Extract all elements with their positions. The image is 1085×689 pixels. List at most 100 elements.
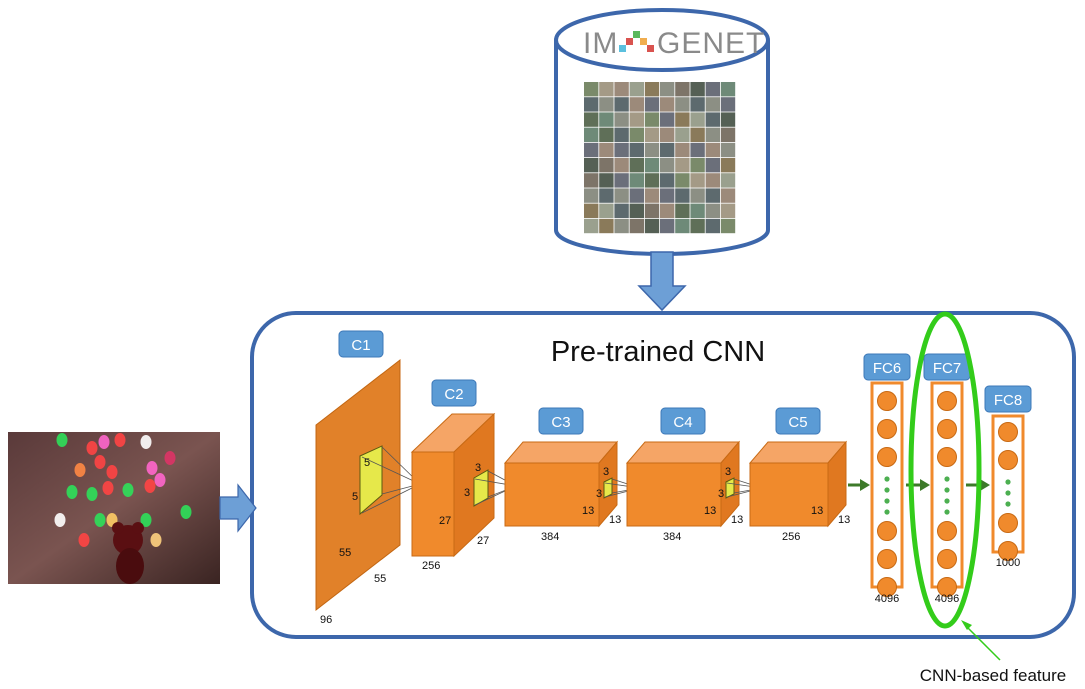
mosaic-tile — [720, 158, 736, 173]
conv-layer-c4: 3 3 13 13 384 — [625, 440, 763, 543]
mosaic-tile — [644, 188, 660, 203]
bokeh-light — [86, 441, 98, 455]
imagenet-logo-left: IM — [583, 27, 618, 60]
mosaic-tile — [599, 158, 614, 173]
mosaic-tile — [629, 173, 644, 188]
fc7-neuron — [937, 391, 957, 411]
mosaic-tile — [675, 127, 690, 142]
bokeh-light — [144, 479, 156, 493]
c1-kernel-w: 5 — [352, 491, 358, 503]
imagenet-database: IM GENET — [554, 8, 770, 256]
down-arrow-icon — [637, 251, 687, 312]
cnn-title: Pre-trained CNN — [551, 336, 765, 368]
mosaic-tile — [705, 112, 720, 127]
c4-depth: 384 — [663, 531, 681, 543]
c1-size: 55 — [339, 547, 351, 559]
bokeh-light — [94, 455, 106, 469]
input-arrow-icon — [219, 483, 257, 533]
mosaic-tile — [675, 158, 690, 173]
imagenet-logo-right: GENET — [657, 27, 765, 60]
conv-layer-c1: 5 5 55 55 96 — [315, 358, 421, 626]
mosaic-tile — [660, 112, 675, 127]
fc6-neuron — [877, 447, 897, 467]
c1-kernel-h: 5 — [364, 457, 370, 469]
fc7-units: 4096 — [935, 593, 959, 605]
c3-kernel-w: 3 — [596, 488, 602, 500]
mosaic-tile — [705, 142, 720, 158]
layer-label-c5: C5 — [775, 407, 821, 435]
mosaic-tile — [705, 158, 720, 173]
fc7-neuron — [937, 577, 957, 597]
bokeh-light — [66, 485, 78, 499]
bokeh-light — [98, 435, 110, 449]
conv-layer-c3: 3 3 13 13 384 — [503, 440, 641, 543]
mosaic-tile — [644, 218, 660, 234]
fc6-dot — [884, 509, 890, 515]
mosaic-tile — [660, 188, 675, 203]
fc7-neuron — [937, 447, 957, 467]
c3-depth: 384 — [541, 531, 559, 543]
fc6-dot — [884, 476, 890, 482]
bokeh-light — [94, 513, 106, 527]
c4-kernel-h: 3 — [725, 466, 731, 478]
bokeh-light — [140, 435, 152, 449]
fc8-units: 1000 — [996, 557, 1020, 569]
fc7-dot — [944, 487, 950, 493]
mosaic-tile — [705, 97, 720, 112]
c1-depth: 96 — [320, 614, 332, 626]
mosaic-tile — [675, 97, 690, 112]
fc7-dot — [944, 498, 950, 504]
layer-label-fc6: FC6 — [863, 353, 911, 381]
fc8-neuron — [998, 422, 1018, 442]
mosaic-tile — [690, 158, 705, 173]
fc-arrow-c5-fc6-icon — [848, 479, 870, 491]
c3-size: 13 — [582, 505, 594, 517]
svg-text:FC6: FC6 — [873, 360, 901, 377]
cylinder-top — [554, 8, 770, 72]
mosaic-tile — [690, 142, 705, 158]
bokeh-light — [140, 513, 152, 527]
mosaic-tile — [614, 218, 629, 234]
mosaic-tile — [675, 188, 690, 203]
mosaic-tile — [629, 218, 644, 234]
mosaic-tile — [599, 142, 614, 158]
mosaic-tile — [614, 188, 629, 203]
c4-size-b: 13 — [731, 514, 743, 526]
mosaic-tile — [584, 203, 599, 218]
mosaic-tile — [720, 127, 736, 142]
mosaic-tile — [720, 112, 736, 127]
fc6-neuron — [877, 521, 897, 541]
imagenet-logo-glyph-icon — [619, 31, 654, 52]
mosaic-tile — [720, 203, 736, 218]
mosaic-tile — [629, 188, 644, 203]
bokeh-light — [54, 513, 66, 527]
mosaic-tile — [599, 127, 614, 142]
mosaic-tile — [705, 203, 720, 218]
svg-text:C5: C5 — [788, 414, 807, 431]
fc7-neuron — [937, 521, 957, 541]
bokeh-light — [122, 483, 134, 497]
annotation-label: CNN-based feature — [920, 666, 1066, 685]
c2-kernel-h: 3 — [475, 462, 481, 474]
mosaic-tile — [660, 142, 675, 158]
mosaic-tile — [629, 97, 644, 112]
mosaic-tile — [584, 127, 599, 142]
mosaic-tile — [614, 127, 629, 142]
bokeh-light — [102, 481, 114, 495]
mosaic-tile — [599, 218, 614, 234]
mosaic-tile — [644, 203, 660, 218]
mosaic-tile — [660, 203, 675, 218]
imagenet-logo: IM GENET — [583, 27, 765, 60]
mosaic-tile — [614, 142, 629, 158]
mosaic-tile — [720, 173, 736, 188]
mosaic-tile — [584, 188, 599, 203]
mosaic-tile — [690, 127, 705, 142]
mosaic-tile — [660, 127, 675, 142]
fc6-units: 4096 — [875, 593, 899, 605]
bokeh-light — [164, 451, 176, 465]
fc8-neuron — [998, 541, 1018, 561]
mosaic-tile — [644, 112, 660, 127]
mosaic-tile — [599, 112, 614, 127]
c2-size-b: 27 — [477, 535, 489, 547]
